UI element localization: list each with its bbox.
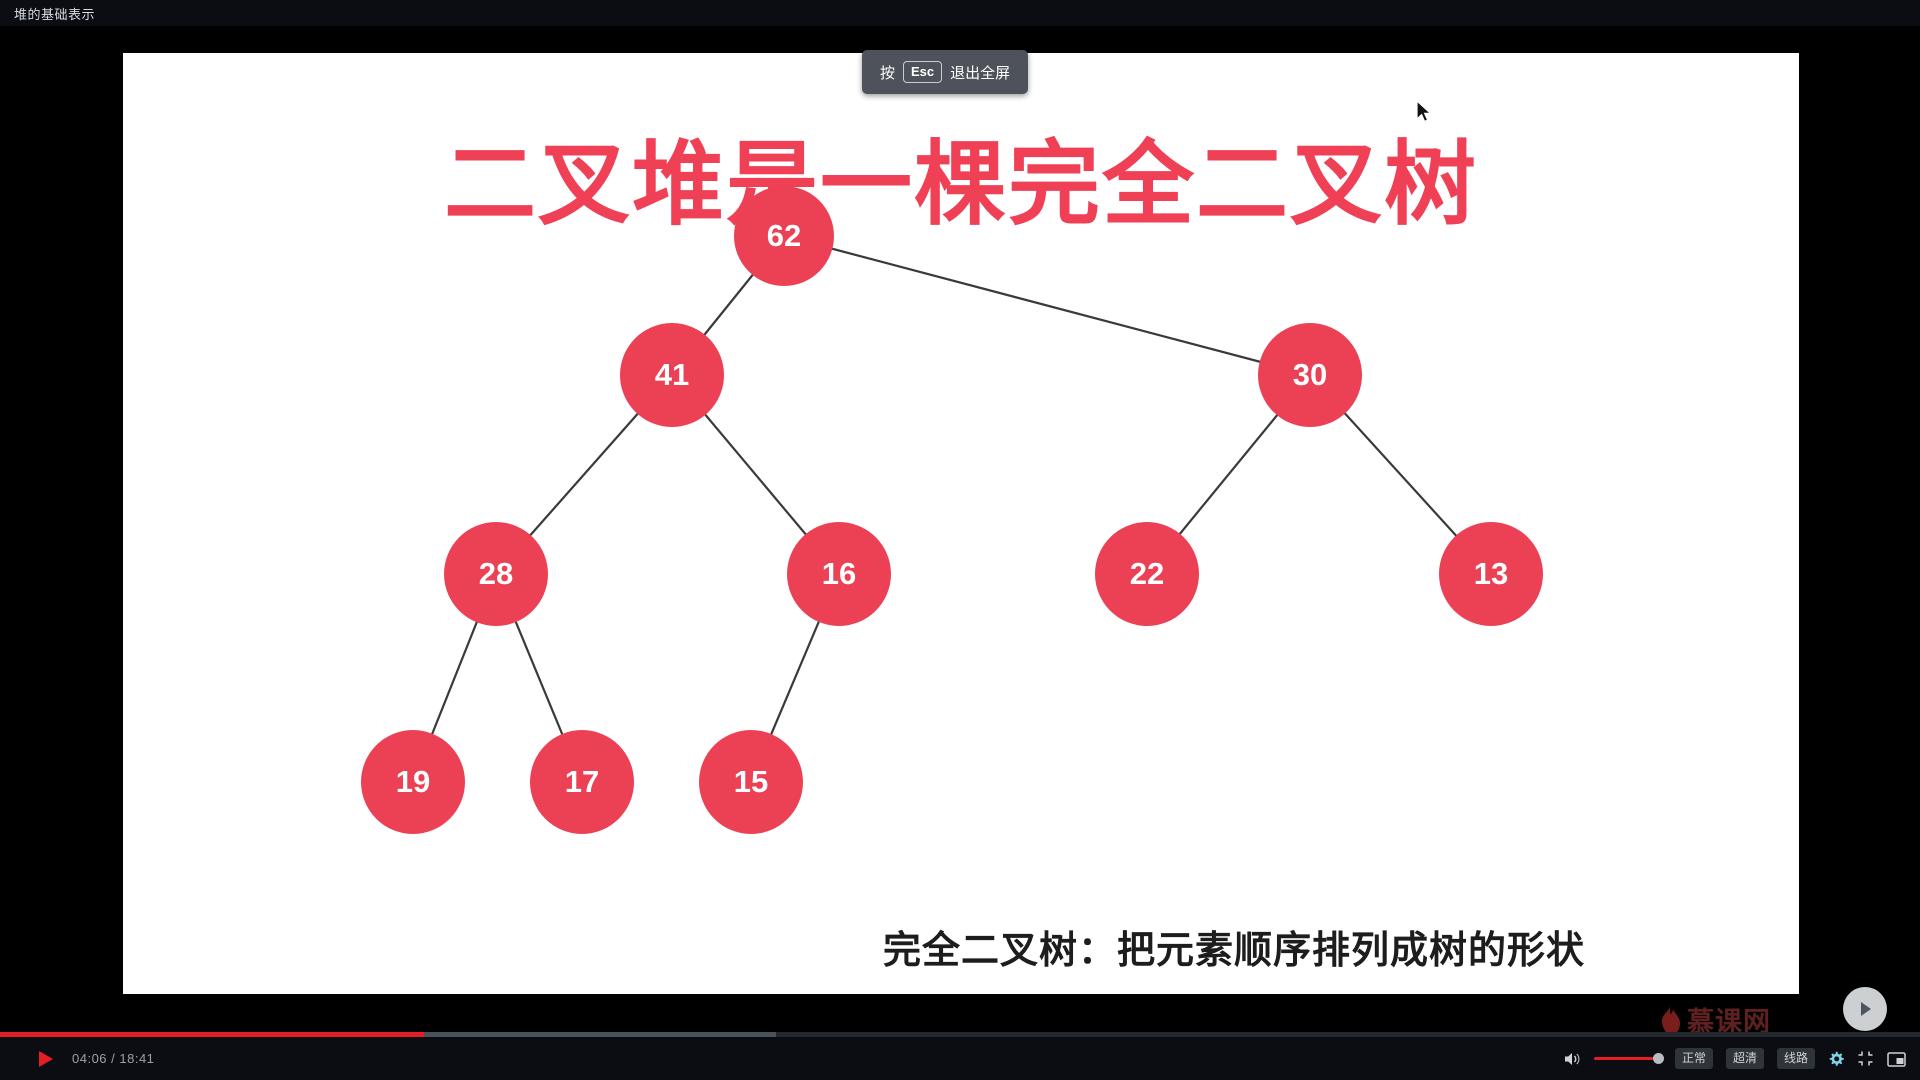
- slide-canvas: 二叉堆是一棵完全二叉树 62 41 30 28 16: [123, 53, 1799, 994]
- exit-fullscreen-tooltip: 按 Esc 退出全屏: [862, 50, 1029, 94]
- gear-icon: [1829, 1051, 1844, 1066]
- flame-icon: [1662, 1004, 1680, 1035]
- exit-fullscreen-button[interactable]: [1857, 1050, 1874, 1067]
- page-title: 堆的基础表示: [14, 6, 96, 22]
- volume-slider[interactable]: [1593, 1052, 1664, 1066]
- quality-button[interactable]: 超清: [1725, 1048, 1764, 1069]
- tree-edges: [411, 234, 1492, 783]
- controls-left-group: 04:06 / 18:41: [0, 1037, 154, 1080]
- tree-node: 15: [699, 730, 803, 834]
- tree-node: 16: [787, 522, 891, 626]
- tree-node: 19: [361, 730, 465, 834]
- esc-key-badge: Esc: [903, 61, 943, 83]
- video-control-bar: 04:06 / 18:41 正常 超清 线路: [0, 1032, 1920, 1080]
- overlay-play-button[interactable]: [1843, 987, 1887, 1031]
- progress-played: [0, 1032, 425, 1037]
- tree-node: 28: [444, 522, 548, 626]
- slide-caption: 完全二叉树：把元素顺序排列成树的形状: [883, 930, 1586, 972]
- picture-in-picture-icon: [1887, 1051, 1906, 1067]
- volume-track: [1593, 1057, 1662, 1060]
- tooltip-suffix-text: 退出全屏: [950, 64, 1011, 82]
- tree-node: 17: [530, 730, 634, 834]
- progress-bar[interactable]: [0, 1032, 1920, 1037]
- window-titlebar: 堆的基础表示: [0, 0, 1920, 26]
- play-button[interactable]: [38, 1050, 54, 1068]
- play-icon: [39, 1050, 53, 1067]
- volume-button[interactable]: [1564, 1051, 1581, 1067]
- controls-right-group: 正常 超清 线路: [1564, 1037, 1906, 1080]
- route-button[interactable]: 线路: [1776, 1048, 1815, 1069]
- exit-fullscreen-icon: [1858, 1051, 1873, 1066]
- picture-in-picture-button[interactable]: [1887, 1051, 1906, 1067]
- mouse-cursor-icon: [1416, 100, 1433, 123]
- tree-node: 30: [1258, 323, 1362, 427]
- volume-icon: [1564, 1052, 1580, 1065]
- slide-title: 二叉堆是一棵完全二叉树: [443, 134, 1478, 236]
- binary-heap-tree-diagram: 62 41 30 28 16 22 13 19 17 15: [123, 53, 1799, 994]
- play-icon: [1861, 1002, 1871, 1016]
- tree-node: 22: [1095, 522, 1199, 626]
- settings-button[interactable]: [1828, 1051, 1844, 1067]
- tree-edge: [783, 234, 1311, 377]
- time-display: 04:06 / 18:41: [72, 1051, 155, 1066]
- tooltip-prefix-text: 按: [880, 64, 896, 82]
- playback-speed-button[interactable]: 正常: [1674, 1048, 1713, 1069]
- volume-knob[interactable]: [1652, 1053, 1664, 1064]
- tree-node: 41: [620, 323, 724, 427]
- tree-node: 13: [1439, 522, 1543, 626]
- tree-node-root: 62: [734, 186, 834, 286]
